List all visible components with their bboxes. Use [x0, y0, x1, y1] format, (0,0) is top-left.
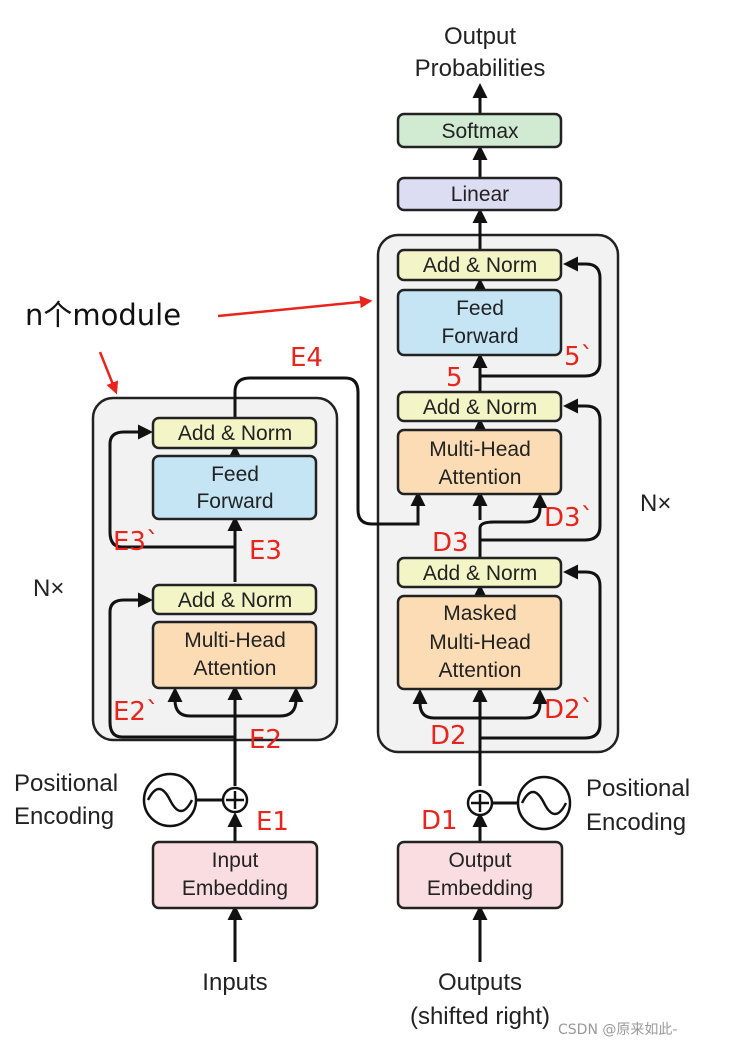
decoder-add-norm-bottom	[396, 556, 563, 589]
label-e2: E2	[249, 725, 282, 755]
decoder-add-norm-mid	[396, 390, 563, 423]
decoder-masked-line2: Multi-Head	[429, 631, 531, 654]
encoder-add-norm-bottom-label: Add & Norm	[178, 589, 292, 612]
input-embedding-line2: Embedding	[182, 877, 288, 900]
label-e4: E4	[290, 343, 323, 373]
decoder-ff-line2: Forward	[441, 325, 518, 348]
decoder-feed-forward	[396, 288, 563, 357]
connection-lines	[108, 83, 602, 962]
input-embedding-line1: Input	[212, 849, 259, 872]
decoder-add-norm-mid-label: Add & Norm	[423, 396, 537, 419]
encoder-add-icon	[221, 786, 249, 814]
softmax-box	[396, 112, 563, 149]
encoder-sine-wave-icon	[142, 772, 198, 828]
decoder-sine-wave-icon	[516, 775, 572, 831]
decoder-mha-line1: Multi-Head	[429, 438, 531, 461]
label-d2-prime: D2`	[544, 695, 594, 725]
annotation-arrows	[98, 295, 373, 395]
encoder-ff-line2: Forward	[196, 490, 273, 513]
encoder-add-norm-top-label: Add & Norm	[178, 422, 292, 445]
linear-box	[396, 176, 563, 212]
decoder-masked-line1: Masked	[443, 602, 517, 625]
label-d1: D1	[421, 806, 458, 836]
linear-label: Linear	[451, 183, 509, 206]
n-module-annotation: n个module	[25, 298, 181, 332]
decoder-nx-label: N×	[640, 490, 671, 517]
decoder-add-icon	[466, 789, 494, 817]
label-e1: E1	[256, 807, 289, 837]
label-d3-prime: D3`	[544, 503, 594, 533]
encoder-feed-forward	[151, 454, 318, 521]
encoder-positional-line2: Encoding	[14, 803, 114, 830]
label-d2: D2	[430, 721, 467, 751]
label-e2-prime: E2`	[113, 697, 159, 727]
softmax-label: Softmax	[441, 120, 519, 143]
decoder-add-norm-bottom-label: Add & Norm	[423, 562, 537, 585]
output-embedding	[396, 840, 564, 910]
decoder-multi-head-attention	[396, 428, 563, 496]
decoder-masked-multi-head-attention	[396, 594, 563, 691]
decoder-ff-line1: Feed	[456, 297, 504, 320]
output-embedding-line2: Embedding	[427, 877, 533, 900]
decoder-masked-line3: Attention	[439, 659, 522, 682]
encoder-ff-line1: Feed	[211, 463, 259, 486]
encoder-multi-head-attention	[151, 620, 318, 690]
encoder-nx-label: N×	[33, 575, 64, 602]
encoder-add-norm-bottom	[151, 583, 318, 616]
label-e3: E3	[249, 536, 282, 566]
label-five: 5	[446, 363, 463, 393]
encoder-mha-line2: Attention	[194, 657, 277, 680]
label-e3-prime: E3`	[113, 527, 159, 557]
decoder-add-norm-top-label: Add & Norm	[423, 254, 537, 277]
output-label-line2: Probabilities	[415, 55, 546, 82]
decoder-mha-line2: Attention	[439, 466, 522, 489]
output-label-line1: Output	[444, 23, 516, 50]
inputs-label: Inputs	[202, 969, 267, 996]
encoder-add-norm-top	[151, 416, 318, 450]
label-d3: D3	[432, 528, 469, 558]
outputs-label-line2: (shifted right)	[410, 1003, 550, 1030]
outputs-label-line1: Outputs	[438, 969, 522, 996]
watermark: CSDN @原来如此-	[558, 1022, 677, 1038]
output-embedding-line1: Output	[448, 849, 511, 872]
decoder-positional-line2: Encoding	[586, 809, 686, 836]
decoder-positional-line1: Positional	[586, 775, 690, 802]
decoder-add-norm-top	[396, 248, 563, 282]
label-five-prime: 5`	[564, 342, 594, 372]
input-embedding	[151, 840, 319, 910]
encoder-positional-line1: Positional	[14, 770, 118, 797]
encoder-mha-line1: Multi-Head	[184, 629, 286, 652]
